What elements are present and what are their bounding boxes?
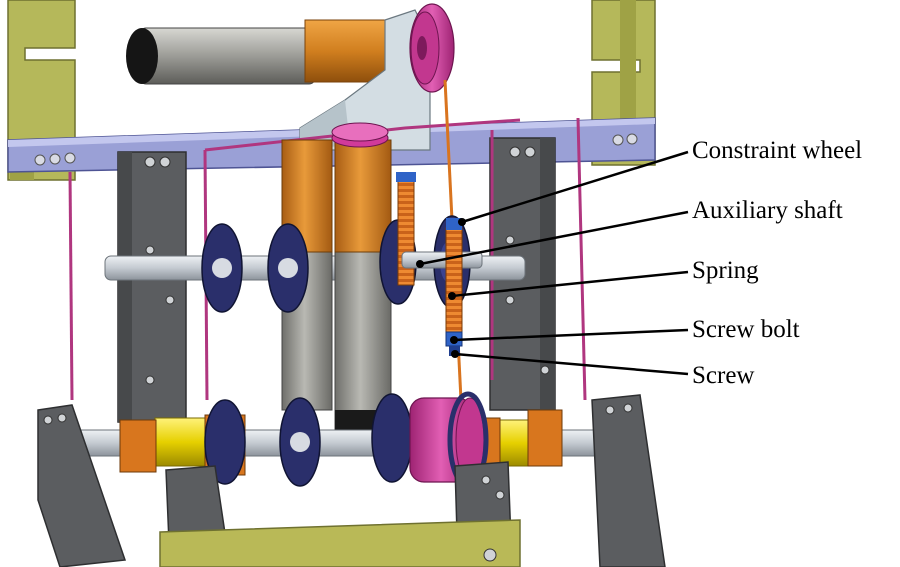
cylinder-top-pulley <box>331 122 389 148</box>
left-column <box>117 151 187 423</box>
left-cylinder <box>281 139 333 411</box>
lower-disc-1 <box>204 399 246 485</box>
leader-screw-bolt <box>453 328 689 342</box>
spring <box>445 227 463 333</box>
lower-disc-2 <box>279 397 321 487</box>
callout-leaders <box>419 150 689 376</box>
lower-disc-3 <box>371 393 413 483</box>
upper-disc-1 <box>201 223 243 313</box>
leader-spring <box>451 270 689 298</box>
top-pulley <box>409 3 455 93</box>
label-screw: Screw <box>692 362 754 389</box>
callout-dots <box>416 218 466 358</box>
label-screw-bolt: Screw bolt <box>692 316 800 343</box>
label-auxiliary-shaft: Auxiliary shaft <box>692 197 843 224</box>
leader-screw <box>454 352 689 376</box>
label-spring: Spring <box>692 257 759 284</box>
lower-leg-bolts <box>43 403 633 500</box>
label-constraint-wheel: Constraint wheel <box>692 137 862 164</box>
upper-disc-2 <box>267 223 309 313</box>
leader-constraint-wheel <box>461 150 689 224</box>
base-plate <box>159 519 521 567</box>
top-motor <box>126 19 422 85</box>
lower-legs <box>37 394 666 567</box>
lower-pulley <box>409 391 489 489</box>
right-cylinder <box>334 139 392 432</box>
screw-top <box>446 218 462 230</box>
leader-auxiliary-shaft <box>419 210 689 266</box>
